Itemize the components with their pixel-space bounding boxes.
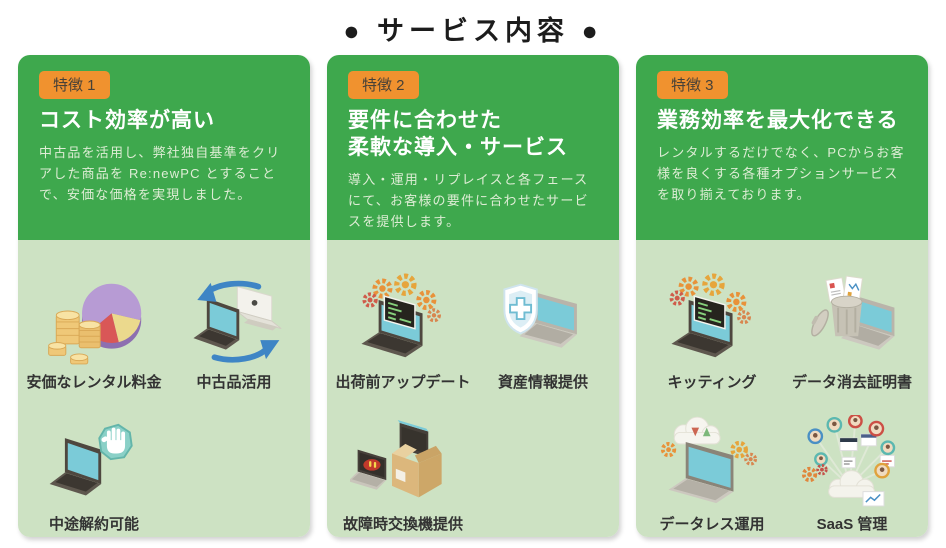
feature-badge: 特徴 3 [657, 71, 728, 99]
feature-card-2: 特徴 2 要件に合わせた 柔軟な導入・サービス 導入・運用・リプレイスと各フェー… [327, 55, 619, 537]
card-3-header: 特徴 3 業務効率を最大化できる レンタルするだけでなく、PCからお客様を良くす… [636, 55, 928, 240]
feature-label: 中途解約可能 [48, 516, 139, 533]
feature-item: 中古品活用 [182, 246, 287, 394]
laptop-cloud-dataless-icon [659, 415, 764, 511]
cards-row: 特徴 1 コスト効率が高い 中古品を活用し、弊社独自基準をクリアした商品を Re… [18, 55, 928, 537]
feature-label: SaaS 管理 [816, 516, 888, 533]
laptop-replacement-box-icon [350, 415, 455, 511]
feature-item: キッティング [660, 246, 765, 394]
feature-item: 中途解約可能 [42, 394, 147, 536]
card-title: 要件に合わせた 柔軟な導入・サービス [348, 109, 568, 159]
feature-label: 安価なレンタル料金 [26, 374, 162, 391]
coins-pie-chart-icon [41, 273, 146, 369]
feature-item: 出荷前アップデート [335, 246, 471, 394]
feature-label: 故障時交換機提供 [342, 516, 463, 533]
feature-badge: 特徴 1 [39, 71, 110, 99]
card-description: 中古品を活用し、弊社独自基準をクリアした商品を Re:newPC とすることで、… [39, 144, 281, 202]
feature-item: データレス運用 [659, 394, 765, 536]
feature-label: データレス運用 [659, 516, 765, 533]
laptop-update-gears-icon [350, 273, 455, 369]
feature-item: 資産情報提供 [491, 246, 596, 394]
page-title: ● サービス内容 ● [343, 16, 603, 46]
card-title: 業務効率を最大化できる [657, 109, 899, 132]
card-2-body: 出荷前アップデート 資産情報提供 [327, 240, 619, 537]
saas-cloud-users-icon [800, 415, 905, 511]
feature-label: キッティング [667, 374, 757, 391]
feature-item: 故障時交換機提供 [343, 394, 463, 536]
card-description: 導入・運用・リプレイスと各フェースにて、お客様の要件に合わせたサービスを提供しま… [348, 171, 589, 229]
card-title: コスト効率が高い [39, 109, 215, 132]
feature-label: 資産情報提供 [497, 374, 588, 391]
trash-data-erase-icon [799, 273, 904, 369]
laptop-kitting-gears-icon [660, 273, 765, 369]
feature-item: SaaS 管理 [800, 394, 905, 536]
feature-item: データ消去証明書 [792, 246, 912, 394]
feature-card-1: 特徴 1 コスト効率が高い 中古品を活用し、弊社独自基準をクリアした商品を Re… [18, 55, 310, 537]
card-1-body: 安価なレンタル料金 [18, 240, 310, 537]
feature-label: 出荷前アップデート [335, 374, 471, 391]
feature-badge: 特徴 2 [348, 71, 419, 99]
feature-label: データ消去証明書 [791, 374, 912, 391]
card-description: レンタルするだけでなく、PCからお客様を良くする各種オプションサービスを取り揃え… [657, 144, 905, 202]
laptop-cancel-hand-icon [42, 415, 147, 511]
shield-laptop-icon [491, 273, 596, 369]
card-3-body: キッティング [636, 240, 928, 537]
feature-label: 中古品活用 [196, 374, 272, 391]
feature-item: 安価なレンタル料金 [26, 246, 162, 394]
card-1-header: 特徴 1 コスト効率が高い 中古品を活用し、弊社独自基準をクリアした商品を Re… [18, 55, 310, 240]
feature-card-3: 特徴 3 業務効率を最大化できる レンタルするだけでなく、PCからお客様を良くす… [636, 55, 928, 537]
laptop-recycle-icon [182, 273, 287, 369]
card-2-header: 特徴 2 要件に合わせた 柔軟な導入・サービス 導入・運用・リプレイスと各フェー… [327, 55, 619, 240]
